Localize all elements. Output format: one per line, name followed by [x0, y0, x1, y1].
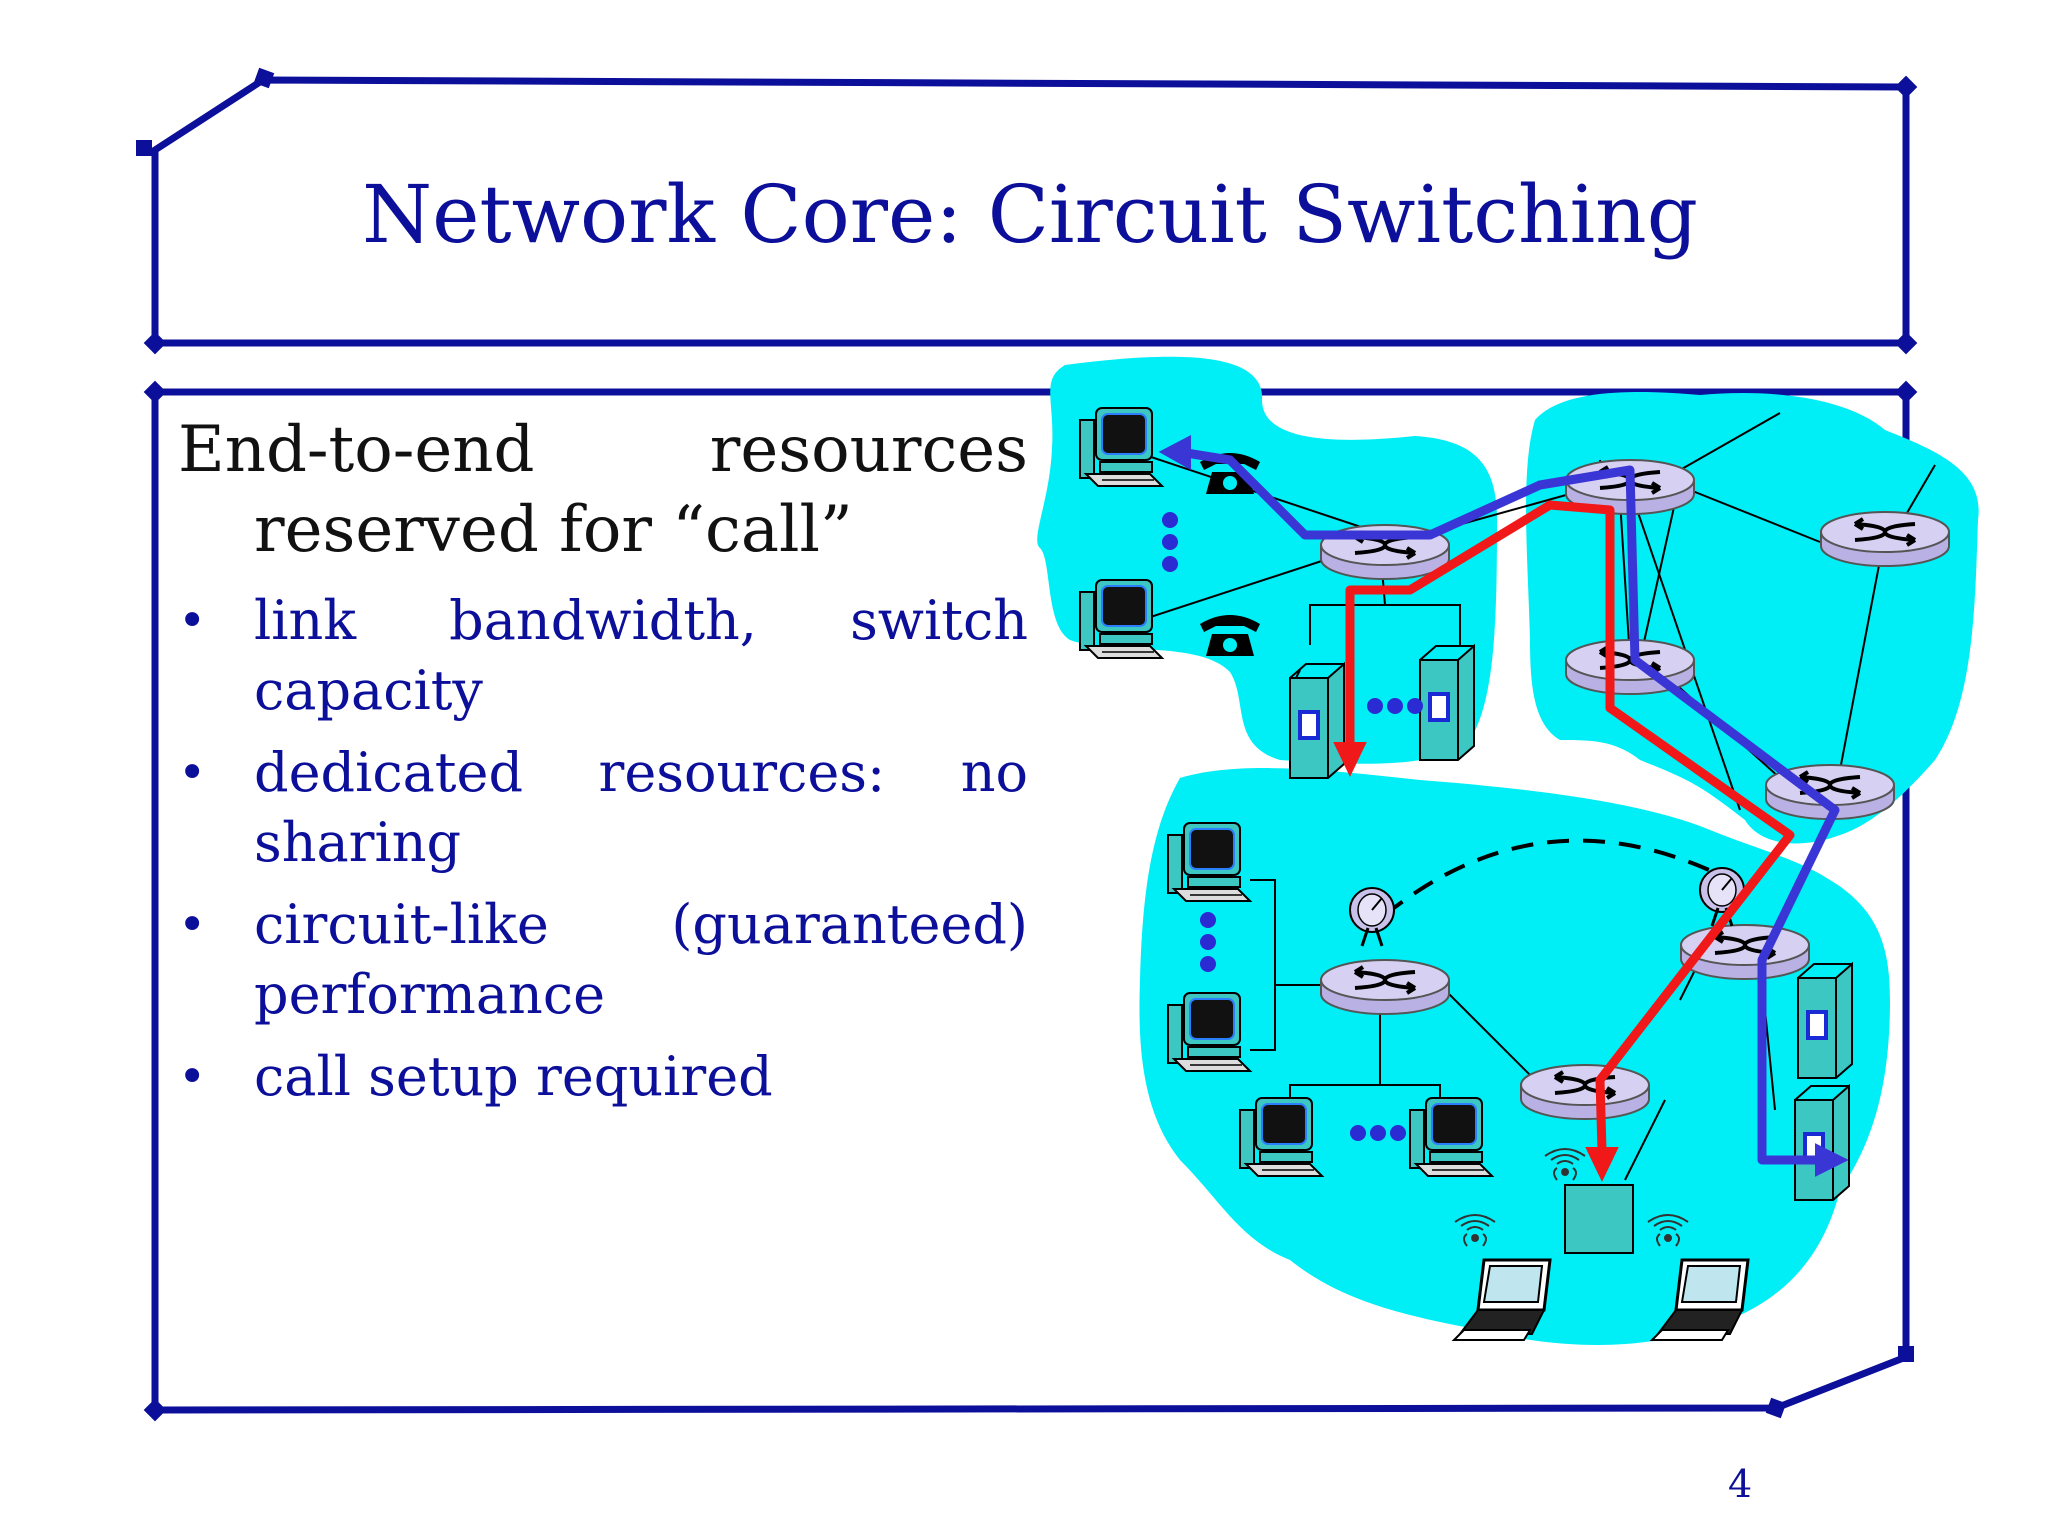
satellite-link [1383, 838, 1721, 917]
bullet-item: • call setup required [178, 1042, 1028, 1112]
router-icon [1319, 958, 1451, 1016]
router-icon [1519, 1063, 1651, 1121]
bullet-icon: • [178, 897, 207, 953]
bullet-list: • link bandwidth, switch capacity • dedica… [178, 586, 1028, 1112]
red-circuit-arrow [1585, 1147, 1619, 1182]
computer-icon [1167, 822, 1251, 902]
bullet-text: circuit-like (guaranteed) performance [254, 893, 1028, 1026]
blue-circuit-path [1179, 447, 1840, 1165]
bullet-text: link bandwidth, switch capacity [254, 589, 1028, 722]
bullet-item: • dedicated resources: no sharing [178, 738, 1028, 878]
computer-icon [1409, 1097, 1493, 1177]
slide-content: End-to-end resources reserved for “call”… [178, 410, 1028, 1124]
slide-title: Network Core: Circuit Switching [362, 168, 1698, 261]
network-cloud [1526, 391, 1979, 844]
more-devices-dots [1162, 512, 1423, 1141]
server-icon [1793, 1084, 1851, 1202]
red-circuit-arrow [1333, 742, 1367, 777]
bullet-icon: • [178, 1049, 207, 1105]
red-circuit-path [1345, 500, 1795, 1151]
bullet-icon: • [178, 745, 207, 801]
network-cloud [1139, 768, 1890, 1345]
server-icon [1796, 962, 1854, 1080]
main-point: End-to-end resources reserved for “call” [178, 413, 1028, 567]
bullet-text: dedicated resources: no sharing [254, 741, 1028, 874]
computer-icon [1079, 579, 1163, 659]
computer-icon [1167, 992, 1251, 1072]
bullet-text: call setup required [254, 1045, 773, 1108]
server-icon [1288, 662, 1346, 780]
blue-circuit-arrow [1158, 435, 1191, 471]
bullet-icon: • [178, 593, 207, 649]
page-number: 4 [1728, 1462, 1753, 1506]
computer-icon [1239, 1097, 1323, 1177]
network-cloud [1037, 356, 1497, 764]
computer-icon [1079, 407, 1163, 487]
bullet-item: • circuit-like (guaranteed) performance [178, 890, 1028, 1030]
wireless-base-station-icon [1564, 1184, 1634, 1254]
server-icon [1418, 644, 1476, 762]
blue-circuit-arrow [1815, 1143, 1849, 1177]
bullet-item: • link bandwidth, switch capacity [178, 586, 1028, 726]
router-icon [1819, 510, 1951, 568]
